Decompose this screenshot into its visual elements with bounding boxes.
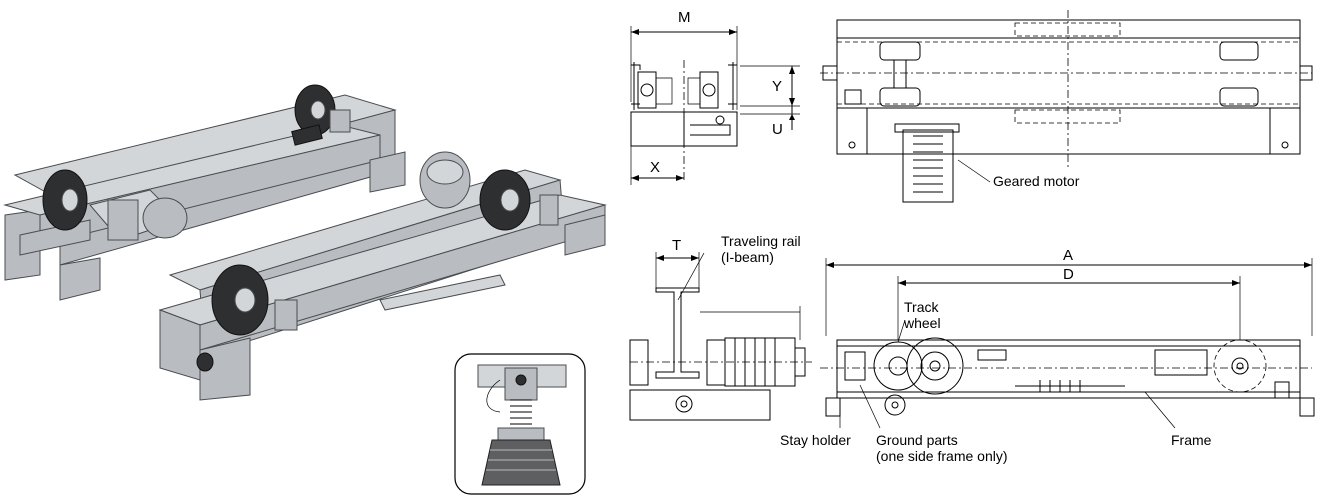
dim-A: A <box>1063 247 1073 264</box>
label-traveling-rail-1: Traveling rail <box>721 233 801 249</box>
dim-Y: Y <box>772 78 782 95</box>
label-stay-holder: Stay holder <box>780 432 851 448</box>
dim-T: T <box>672 237 681 254</box>
end-view: T Traveling rail (I-beam) <box>629 233 812 421</box>
dim-X: X <box>650 159 660 176</box>
front-elevation: A D Track wheel Stay hol <box>780 247 1315 464</box>
label-ground-parts-2: (one side frame only) <box>876 448 1008 464</box>
dim-U: U <box>772 121 783 138</box>
label-track-wheel-1: Track <box>904 299 939 315</box>
dim-D: D <box>1063 266 1074 283</box>
saddle-assembly-photo <box>3 84 607 401</box>
section-view: M Y U X <box>630 9 800 185</box>
label-geared-motor: Geared motor <box>993 173 1080 189</box>
label-traveling-rail-2: (I-beam) <box>721 249 774 265</box>
label-ground-parts-1: Ground parts <box>876 432 958 448</box>
ground-parts-inset-photo <box>454 353 586 495</box>
dim-M: M <box>678 9 691 26</box>
label-track-wheel-2: wheel <box>903 315 941 331</box>
label-frame: Frame <box>1171 432 1212 448</box>
plan-view: Geared motor <box>820 10 1313 203</box>
